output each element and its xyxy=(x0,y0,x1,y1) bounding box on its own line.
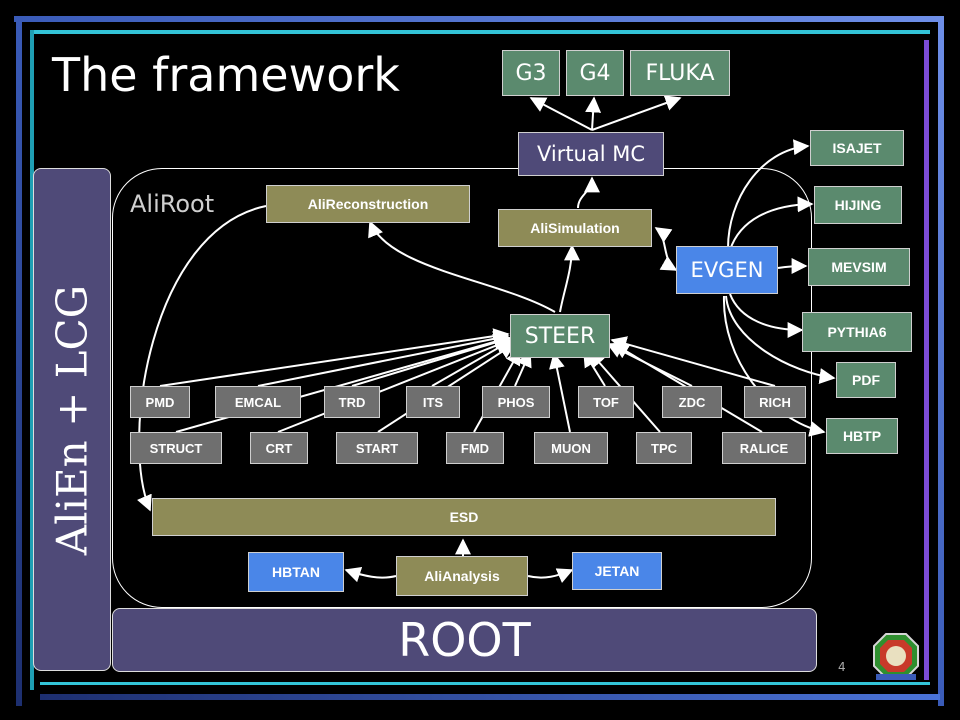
evgen-to-hijing xyxy=(729,196,814,251)
esd-box: ESD xyxy=(152,498,776,536)
generator-isajet: ISAJET xyxy=(810,130,904,166)
detector-crt: CRT xyxy=(250,432,308,464)
generator-hijing: HIJING xyxy=(814,186,902,224)
detector-start: START xyxy=(336,432,418,464)
bottom-border-bar-cyan xyxy=(40,682,930,685)
generator-mevsim: MEVSIM xyxy=(808,248,910,286)
detector-its: ITS xyxy=(406,386,460,418)
muon-to-steer xyxy=(549,352,571,433)
pmd-to-steer xyxy=(159,328,510,387)
detector-muon: MUON xyxy=(534,432,608,464)
slide-title: The framework xyxy=(52,48,400,102)
hbtan-box: HBTAN xyxy=(248,552,344,592)
detector-zdc: ZDC xyxy=(662,386,722,418)
left-border-bar-cyan xyxy=(30,30,34,690)
top-border-bar xyxy=(14,16,944,22)
detector-phos: PHOS xyxy=(482,386,550,418)
alice-logo-icon xyxy=(873,633,919,680)
g4-box: G4 xyxy=(566,50,624,96)
root-box: ROOT xyxy=(112,608,817,672)
steer-to-sim-arrow xyxy=(559,244,580,313)
detector-ralice: RALICE xyxy=(722,432,806,464)
page-number: 4 xyxy=(838,660,846,674)
top-border-bar-cyan xyxy=(30,30,930,34)
ali-reconstruction-box: AliReconstruction xyxy=(266,185,470,223)
detector-tof: TOF xyxy=(578,386,634,418)
evgen-to-mevsim xyxy=(777,258,808,275)
generator-hbtp: HBTP xyxy=(826,418,898,454)
detector-emcal: EMCAL xyxy=(215,386,301,418)
generator-pythia6: PYTHIA6 xyxy=(802,312,912,352)
aliroot-label: AliRoot xyxy=(130,190,215,218)
sim-to-vmc-arrow xyxy=(577,176,600,209)
detector-rich: RICH xyxy=(744,386,806,418)
detector-struct: STRUCT xyxy=(130,432,222,464)
steer-to-reco-arrow xyxy=(368,220,556,313)
detector-tpc: TPC xyxy=(636,432,692,464)
ali-analysis-box: AliAnalysis xyxy=(396,556,528,596)
rich-to-steer xyxy=(610,336,776,387)
steer-box: STEER xyxy=(510,314,610,358)
vmc-to-g4-arrow xyxy=(585,96,602,131)
evgen-to-pythia xyxy=(729,293,804,338)
vmc-to-g3-arrow xyxy=(529,97,593,131)
its-to-steer xyxy=(431,339,514,387)
sim-evgen-arrow xyxy=(654,227,678,271)
right-border-bar xyxy=(938,16,944,706)
trd-to-steer xyxy=(351,334,512,387)
left-border-bar xyxy=(16,16,22,706)
alien-lcg-box xyxy=(33,168,111,671)
detector-trd: TRD xyxy=(324,386,380,418)
ali-simulation-box: AliSimulation xyxy=(498,209,652,247)
crt-to-steer xyxy=(277,337,512,433)
evgen-to-isajet xyxy=(727,139,810,249)
reco-to-esd-arrow xyxy=(136,205,267,512)
generator-pdf: PDF xyxy=(836,362,896,398)
virtual-mc-box: Virtual MC xyxy=(518,132,664,176)
aliroot-frame xyxy=(112,168,812,608)
g3-box: G3 xyxy=(502,50,560,96)
fluka-box: FLUKA xyxy=(630,50,730,96)
jetan-box: JETAN xyxy=(572,552,662,590)
vmc-to-fluka-arrow xyxy=(591,95,682,131)
detector-fmd: FMD xyxy=(446,432,504,464)
evgen-to-hbtp xyxy=(722,295,826,437)
analysis-to-hbtan-arrow xyxy=(344,566,397,583)
analysis-to-jetan-arrow xyxy=(527,568,574,584)
evgen-to-pdf xyxy=(725,295,836,384)
evgen-box: EVGEN xyxy=(676,246,778,294)
right-border-bar-purple xyxy=(924,40,929,680)
emcal-to-steer xyxy=(257,330,510,387)
detector-pmd: PMD xyxy=(130,386,190,418)
bottom-border-bar xyxy=(40,694,940,700)
